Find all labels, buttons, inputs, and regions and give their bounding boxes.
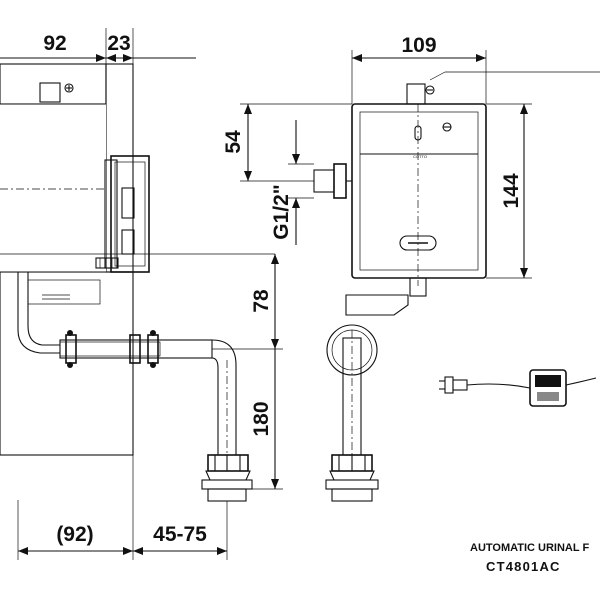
outlet-pipe-side xyxy=(17,272,253,502)
pipe-front-view xyxy=(325,294,409,502)
power-plug-icon xyxy=(439,376,468,394)
ac-adapter-icon xyxy=(439,369,597,407)
product-model: CT4801AC xyxy=(486,559,561,574)
wall-section xyxy=(0,63,275,456)
product-title: AUTOMATIC URINAL F xyxy=(470,542,589,554)
dim-pipe-range: 45-75 xyxy=(153,523,207,546)
dim-wall-depth: 92 xyxy=(43,32,66,55)
dim-outlet-height: 180 xyxy=(250,401,273,436)
dim-box-width: 109 xyxy=(401,34,436,57)
dim-wall-depth-bottom: (92) xyxy=(56,523,93,546)
dimension-lines xyxy=(0,28,600,560)
control-box-front: COTTO xyxy=(313,83,487,297)
dim-inlet-height: 78 xyxy=(250,289,273,313)
dim-thread-size: G1/2" xyxy=(270,184,293,239)
dim-body-height: 144 xyxy=(500,173,523,208)
brand-label: COTTO xyxy=(413,154,427,159)
dim-cover-depth: 23 xyxy=(107,32,130,55)
dim-top-section-height: 54 xyxy=(222,130,245,154)
